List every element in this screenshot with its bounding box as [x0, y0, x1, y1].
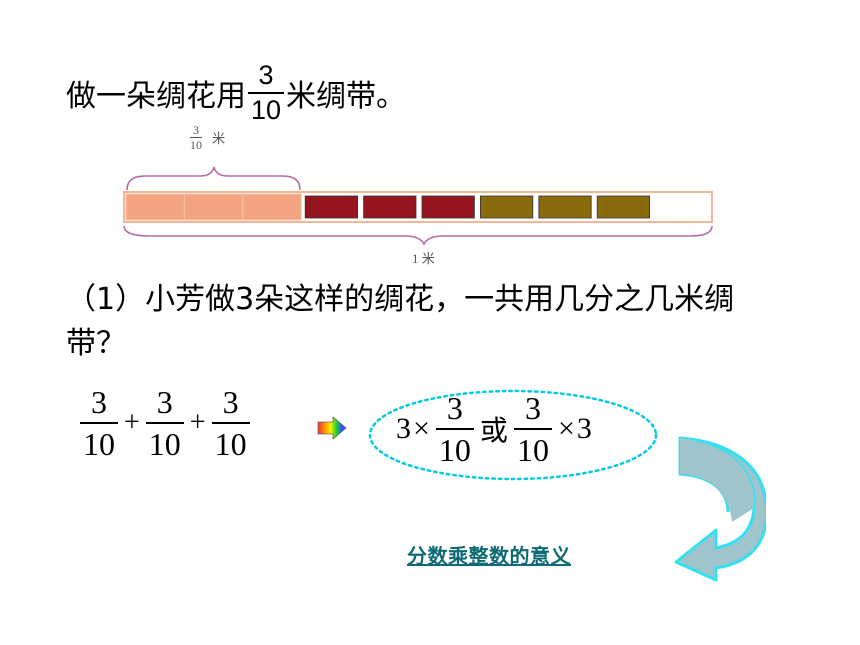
ribbon-segment — [242, 193, 302, 221]
term-denominator: 10 — [214, 425, 247, 462]
answer-denominator: 10 — [516, 431, 549, 468]
answer-ellipse — [368, 389, 658, 481]
left-factor: 3 — [396, 411, 411, 445]
curved-return-arrow-icon[interactable] — [666, 430, 766, 590]
addition-term-3: 3 10 — [211, 384, 250, 462]
answer-numerator: 3 — [446, 390, 463, 426]
fraction-bar — [211, 422, 250, 424]
plus-operator: + — [189, 406, 206, 438]
ribbon-top-numerator: 3 — [193, 123, 199, 137]
term-denominator: 10 — [83, 425, 115, 462]
intro-fraction: 3 10 — [248, 60, 285, 125]
ribbon-bottom-label: 1 米 — [412, 251, 435, 266]
ribbon-top-label: 3 10 米 — [188, 124, 225, 151]
term-denominator: 10 — [148, 425, 181, 462]
addition-expression: 3 10 + 3 10 + 3 10 — [78, 386, 252, 460]
ribbon-top-unit: 米 — [212, 131, 226, 146]
times-operator: × — [413, 411, 430, 445]
question-text: （1）小芳做3朵这样的绸花，一共用几分之几米绸带？ — [66, 282, 735, 361]
answer-denominator: 10 — [438, 431, 471, 468]
intro-sentence: 做一朵绸花用 3 10 米绸带。 — [66, 58, 406, 128]
term-numerator: 3 — [91, 384, 107, 420]
ribbon-segment — [479, 195, 534, 219]
ribbon-segment — [363, 195, 417, 219]
intro-text-after: 米绸带。 — [286, 79, 407, 114]
ribbon-segment — [421, 195, 475, 219]
ribbon-top-denominator: 10 — [190, 138, 202, 152]
fraction-bar — [248, 92, 285, 94]
ribbon-segment — [183, 193, 244, 221]
top-brace — [126, 166, 301, 191]
times-operator: × — [557, 411, 575, 445]
addition-term-2: 3 10 — [145, 384, 184, 462]
meaning-link[interactable]: 分数乘整数的意义 — [407, 544, 571, 568]
term-numerator: 3 — [222, 384, 239, 420]
ribbon-top-fraction: 3 10 — [190, 124, 202, 151]
ribbon-segment — [538, 195, 592, 219]
answer-fraction-2: 3 10 — [513, 390, 552, 468]
bottom-brace — [123, 225, 713, 246]
ribbon-segment — [125, 193, 185, 221]
answer-fraction-1: 3 10 — [435, 390, 474, 468]
fraction-bar — [513, 428, 552, 430]
fraction-bar — [190, 137, 202, 138]
answer-expression: 3 × 3 10 或 3 10 × 3 — [392, 392, 596, 466]
intro-fraction-numerator: 3 — [258, 60, 274, 90]
right-factor: 3 — [576, 411, 592, 445]
answer-numerator: 3 — [524, 390, 541, 426]
ribbon-segment — [596, 195, 651, 219]
ribbon-segments — [125, 193, 651, 221]
fraction-bar — [435, 428, 474, 430]
plus-operator: + — [124, 406, 140, 438]
ribbon-segment — [304, 195, 359, 219]
intro-fraction-denominator: 10 — [251, 95, 282, 125]
rainbow-arrow-right-icon[interactable] — [317, 416, 347, 440]
intro-text-before: 做一朵绸花用 — [66, 79, 246, 114]
fraction-bar — [145, 422, 184, 424]
or-word: 或 — [479, 413, 508, 447]
term-numerator: 3 — [156, 384, 173, 420]
fraction-bar — [80, 422, 118, 424]
addition-term-1: 3 10 — [80, 386, 118, 460]
